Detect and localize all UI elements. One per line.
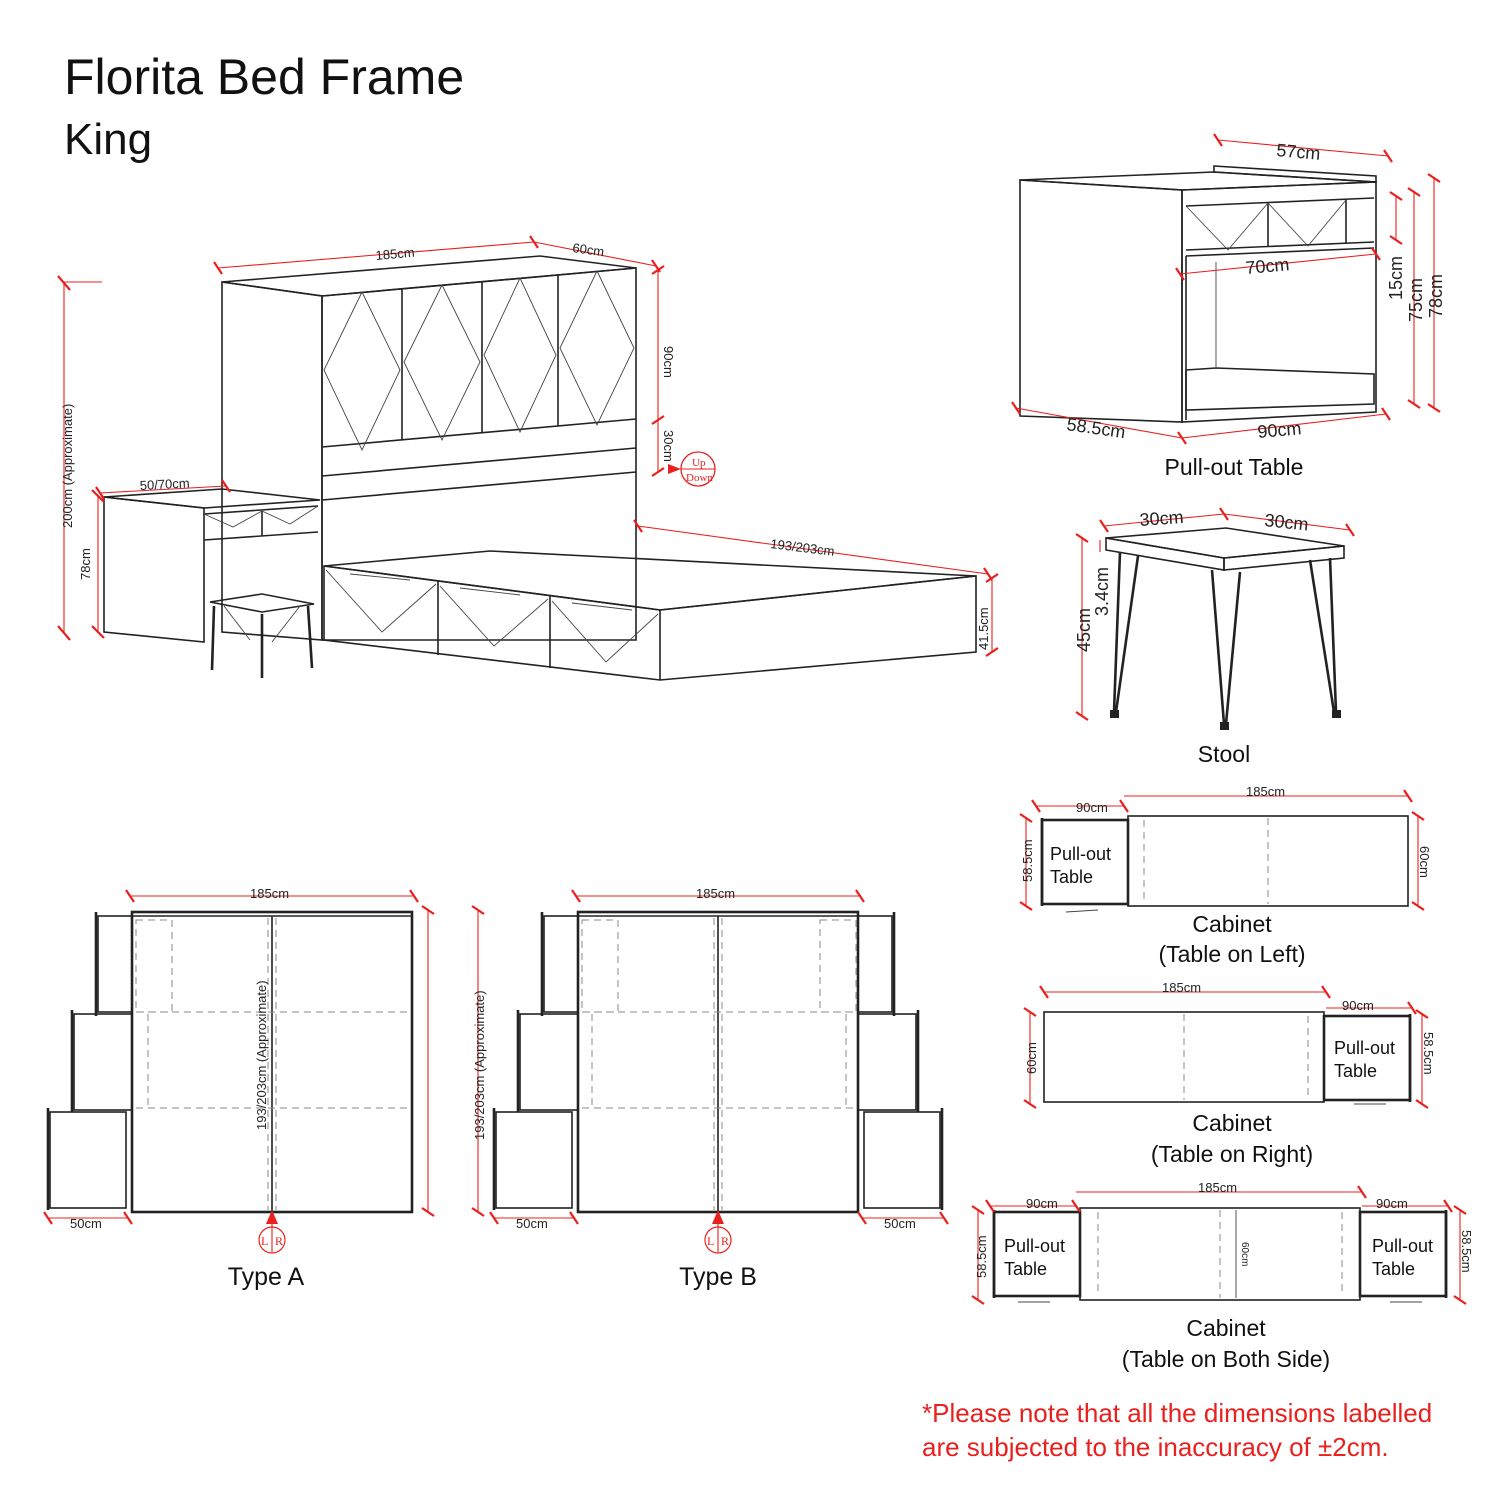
dim-overall-height: 200cm (Approximate): [60, 404, 75, 528]
dim-bed-length: 193/203cm: [770, 536, 836, 559]
dim-cabinet-both-width: 185cm: [1198, 1180, 1237, 1195]
dim-table-width: 50/70cm: [139, 475, 190, 493]
dim-type-a-width: 185cm: [250, 886, 289, 901]
dim-cabinet-both-center-depth: 60cm: [1239, 1242, 1250, 1266]
dim-pullout-width-bottom: 90cm: [1257, 418, 1303, 442]
cabinet-both-right-label-2: Table: [1372, 1259, 1415, 1279]
type-a-caption: Type A: [228, 1263, 305, 1291]
dim-upper-height: 90cm: [661, 346, 676, 378]
dim-pullout-depth-bottom: 58.5cm: [1065, 414, 1126, 442]
bedside-stool: [209, 593, 315, 678]
dim-stool-width-a: 30cm: [1139, 507, 1184, 530]
type-b-caption: Type B: [679, 1263, 757, 1291]
footnote-line-1: *Please note that all the dimensions lab…: [922, 1398, 1433, 1428]
pullout-table-caption: Pull-out Table: [1165, 454, 1304, 480]
dim-cabinet-both-right-width: 90cm: [1376, 1196, 1408, 1211]
type-b-marker-r: R: [721, 1234, 729, 1248]
cabinet-left-caption-2: (Table on Left): [1158, 941, 1305, 967]
dim-type-a-drawer-depth: 50cm: [70, 1216, 102, 1231]
footnote-line-2: are subjected to the inaccuracy of ±2cm.: [922, 1432, 1389, 1462]
dim-stool-width-b: 30cm: [1264, 510, 1310, 534]
headboard-cabinet: [221, 255, 637, 641]
dim-cabinet-left-width: 185cm: [1246, 784, 1285, 799]
stool-caption: Stool: [1198, 741, 1250, 767]
dim-type-b-length: 193/203cm (Approximate): [472, 990, 487, 1140]
cabinet-left-view: Pull-out Table 90cm 185cm 58.5cm 60cm Ca…: [1019, 784, 1432, 967]
dim-cabinet-left-table-width: 90cm: [1076, 800, 1108, 815]
type-b-plan: 185cm 193/203cm (Approximate) 50cm 50cm …: [471, 886, 949, 1291]
page-subtitle: King: [64, 115, 153, 164]
dim-shelf-height: 30cm: [661, 430, 676, 462]
side-table: [103, 488, 321, 643]
cabinet-left-table-label-1: Pull-out: [1050, 844, 1111, 864]
dim-pullout-depth-top: 57cm: [1276, 140, 1322, 164]
cabinet-both-caption-2: (Table on Both Side): [1122, 1346, 1330, 1372]
pullout-table-view: 57cm 70cm 15cm 75cm 78cm 58.5cm 90cm Pul…: [1011, 133, 1446, 480]
dim-type-b-drawer-depth-left: 50cm: [516, 1216, 548, 1231]
cabinet-both-caption-1: Cabinet: [1186, 1315, 1266, 1341]
dim-cabinet-left-depth: 60cm: [1417, 846, 1432, 878]
dim-cabinet-right-table-width: 90cm: [1342, 998, 1374, 1013]
cabinet-right-table-label-2: Table: [1334, 1061, 1377, 1081]
dim-pullout-inner-width: 70cm: [1245, 254, 1291, 278]
marker-down: Down: [686, 472, 713, 484]
dim-type-b-width: 185cm: [696, 886, 735, 901]
cabinet-right-table-label-1: Pull-out: [1334, 1038, 1395, 1058]
dim-cabinet-right-depth: 60cm: [1024, 1042, 1039, 1074]
bed-base: [323, 550, 977, 681]
up-down-marker: Up Down: [668, 451, 716, 487]
page-title: Florita Bed Frame: [64, 49, 465, 105]
bed-isometric-view: 185cm 60cm 90cm 30cm 200cm (Approximate)…: [57, 235, 999, 681]
type-b-marker-l: L: [707, 1234, 714, 1248]
dim-cabinet-both-left-depth: 58.5cm: [974, 1235, 989, 1278]
type-a-marker-r: R: [275, 1234, 283, 1248]
dim-stool-top-thickness: 3.4cm: [1092, 567, 1112, 616]
dim-cabinet-right-table-depth: 58.5cm: [1421, 1032, 1436, 1075]
type-a-marker-l: L: [261, 1234, 268, 1248]
footnote: *Please note that all the dimensions lab…: [922, 1396, 1432, 1464]
cabinet-right-caption-1: Cabinet: [1192, 1110, 1272, 1136]
dim-type-b-drawer-depth-right: 50cm: [884, 1216, 916, 1231]
stool-view: 30cm 30cm 45cm 3.4cm Stool: [1074, 507, 1355, 767]
cabinet-both-left-label-2: Table: [1004, 1259, 1047, 1279]
bed-dimensions: 185cm 60cm 90cm 30cm 200cm (Approximate)…: [57, 235, 999, 657]
cabinet-both-right-label-1: Pull-out: [1372, 1236, 1433, 1256]
dim-bed-cabinet-depth: 60cm: [572, 240, 606, 259]
dim-cabinet-left-table-depth: 58.5cm: [1020, 839, 1035, 882]
type-a-plan: 185cm 193/203cm (Approximate) 50cm L R T…: [43, 886, 435, 1291]
dim-pullout-height-75: 75cm: [1406, 278, 1426, 322]
dim-cabinet-both-left-width: 90cm: [1026, 1196, 1058, 1211]
cabinet-right-caption-2: (Table on Right): [1151, 1141, 1313, 1167]
cabinet-right-view: Pull-out Table 185cm 90cm 60cm 58.5cm Ca…: [1023, 980, 1436, 1167]
cabinet-both-view: Pull-out Table Pull-out Table 90cm 185cm…: [971, 1180, 1474, 1372]
cabinet-left-caption-1: Cabinet: [1192, 911, 1272, 937]
dim-bed-height: 41.5cm: [976, 607, 991, 650]
cabinet-left-table-label-2: Table: [1050, 867, 1093, 887]
cabinet-both-left-label-1: Pull-out: [1004, 1236, 1065, 1256]
dim-bed-cabinet-width: 185cm: [375, 245, 415, 263]
dim-pullout-drawer-height: 15cm: [1386, 256, 1406, 300]
dim-pullout-height-78: 78cm: [1426, 274, 1446, 318]
dim-stool-height: 45cm: [1074, 608, 1094, 652]
dim-cabinet-both-right-depth: 58.5cm: [1459, 1230, 1474, 1273]
dim-type-a-length: 193/203cm (Approximate): [254, 980, 269, 1130]
dim-cabinet-right-width: 185cm: [1162, 980, 1201, 995]
dim-table-height: 78cm: [78, 548, 93, 580]
marker-up: Up: [692, 457, 706, 469]
